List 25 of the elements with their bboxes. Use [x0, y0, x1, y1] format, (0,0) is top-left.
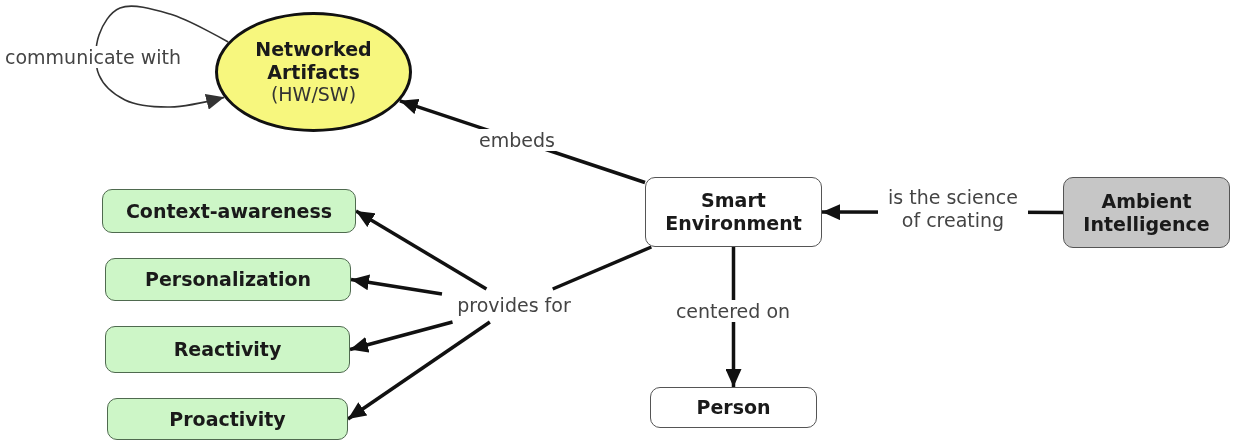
concept-note: (HW/SW) [270, 83, 357, 107]
concept-box [107, 398, 348, 440]
linking-phrase: provides for [447, 294, 581, 317]
concept-box [645, 177, 822, 247]
concept-box [650, 387, 817, 428]
concept-title: Person [696, 396, 771, 419]
arrow [355, 209, 488, 291]
edge-label: embeds [476, 128, 558, 152]
concept-title: Reactivity [173, 338, 282, 361]
edge-label: is the science of creating [878, 186, 1028, 232]
arrow [349, 320, 453, 353]
connector-line [552, 245, 652, 291]
concept-box [1063, 177, 1230, 248]
arrow [350, 274, 443, 296]
concept-title: Smart Environment [664, 189, 803, 235]
concept-box [105, 326, 350, 373]
concept-title: Ambient Intelligence [1082, 189, 1211, 236]
concept-box [102, 189, 356, 233]
loop-arrow [94, 5, 229, 110]
concept-title: Context-awareness [125, 199, 333, 223]
arrow [347, 320, 491, 421]
concept-title: Networked Artifacts [254, 37, 373, 84]
concept-box [105, 258, 351, 301]
concept-title: Proactivity [169, 407, 286, 431]
concept-title: Personalization [145, 268, 311, 291]
